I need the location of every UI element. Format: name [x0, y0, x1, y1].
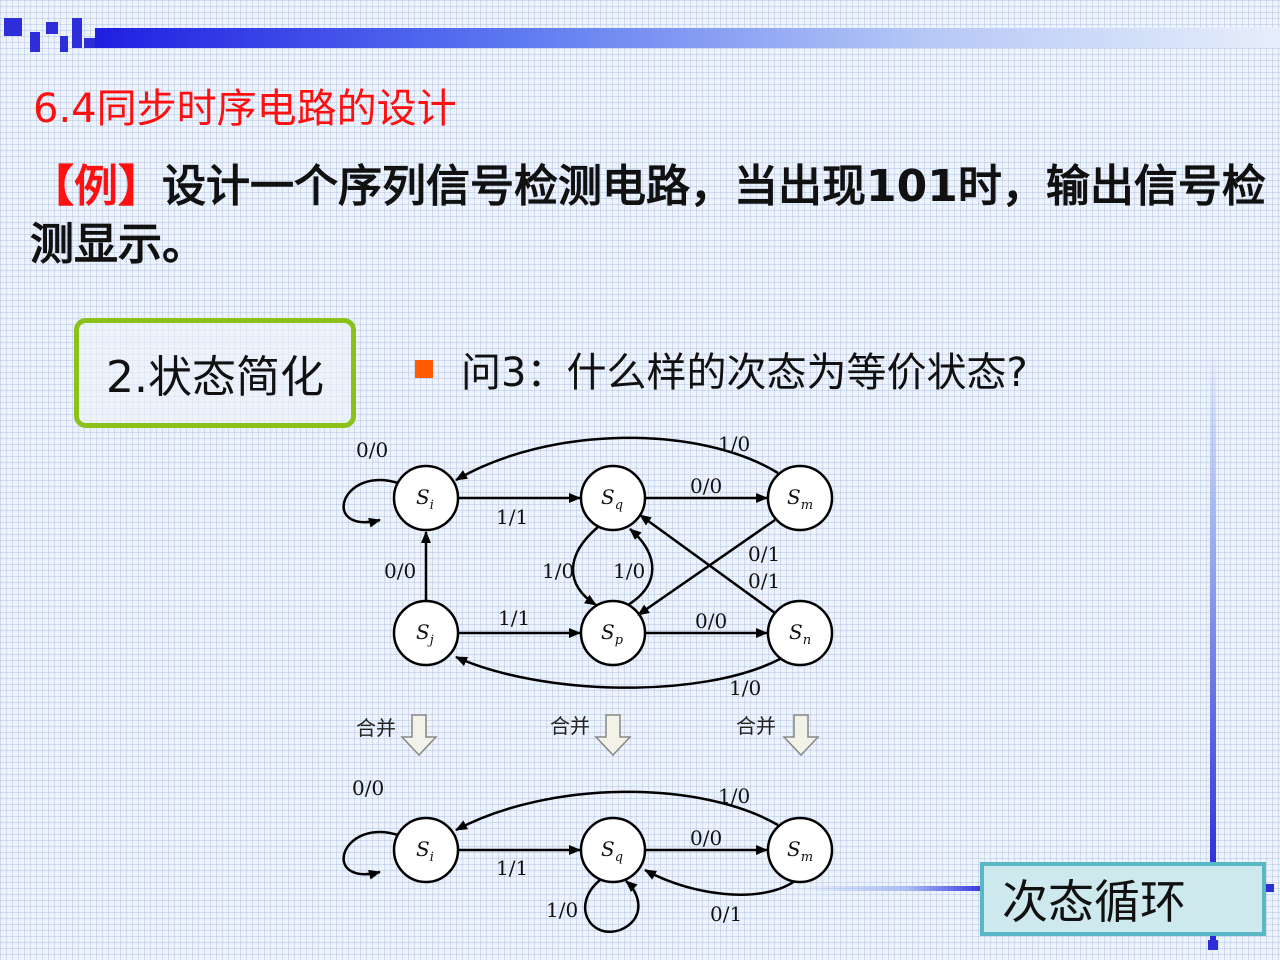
right-vertical-line: [1210, 350, 1216, 950]
bullet-icon: [415, 360, 433, 378]
header-gradient-bar: [95, 28, 1280, 48]
edge-label: 1/1: [496, 856, 528, 880]
merge-row: 合并 合并 合并: [356, 714, 820, 757]
diagram-bottom: [342, 790, 834, 933]
edge-label: 1/0: [718, 432, 750, 456]
state-sm: [766, 816, 834, 884]
edge-label: 0/0: [695, 609, 727, 633]
diagram-top: [342, 436, 834, 689]
edge-label: 1/0: [729, 676, 761, 700]
edge-label: 0/1: [710, 902, 742, 926]
edge-n-q: [639, 513, 776, 615]
merge-label: 合并: [550, 714, 590, 738]
edge-m-i: [455, 436, 779, 482]
edge-n-j: [455, 655, 781, 689]
edge-label: 0/1: [748, 542, 780, 566]
merge-label: 合并: [356, 716, 396, 740]
state-label: Si: [416, 485, 434, 513]
edge-label: 1/0: [613, 559, 645, 583]
deco-square: [84, 38, 96, 48]
state-label: Sm: [787, 485, 813, 513]
edge-m-q: [644, 868, 796, 896]
state-diagram: Si Sq Sm Sj Sp Sn 0/0 1/1 0/0 1/0 0/0 1/…: [342, 432, 834, 933]
question-text: 问3：什么样的次态为等价状态?: [461, 350, 1028, 396]
slide-title: 6.4同步时序电路的设计: [33, 86, 457, 132]
merge-arrow-icon: [782, 714, 820, 757]
state-sm: [766, 464, 834, 532]
edge-i-self: [342, 478, 399, 528]
state-sn: [766, 599, 834, 667]
deco-square: [60, 36, 68, 52]
edge-label: 1/1: [496, 505, 528, 529]
edge-m-p: [637, 518, 776, 617]
edge-m-i: [455, 790, 779, 832]
edge-label: 0/0: [690, 826, 722, 850]
edge-label: 0/0: [690, 474, 722, 498]
deco-square: [46, 22, 58, 34]
edge-p-q: [627, 528, 654, 607]
merge-arrow-icon: [400, 714, 438, 757]
edge-label: 1/0: [542, 559, 574, 583]
merge-arrow-icon: [594, 714, 632, 757]
edge-i-self: [342, 830, 399, 880]
edge-label: 0/1: [748, 569, 780, 593]
merge-label: 合并: [736, 714, 776, 738]
example-body: 设计一个序列信号检测电路，当出现101时，输出信号检测显示。: [30, 161, 1266, 270]
state-label: Sq: [601, 837, 623, 865]
bottom-horizontal-line: [800, 886, 980, 891]
state-label: Sp: [601, 620, 624, 648]
state-loop-box: 次态循环: [980, 862, 1266, 936]
question-item: 问3：什么样的次态为等价状态?: [415, 340, 1028, 398]
state-label: Si: [416, 837, 434, 865]
state-label: Sm: [787, 837, 813, 865]
state-label: Sn: [789, 620, 811, 648]
deco-square: [1208, 940, 1218, 950]
deco-square: [72, 18, 82, 48]
header-decoration: [0, 0, 1280, 60]
edge-label: 1/1: [498, 606, 530, 630]
state-label: Sq: [601, 485, 623, 513]
diagram-bottom-labels: Si Sq Sm 0/0 1/1 0/0 1/0 1/0 0/1: [352, 776, 813, 926]
example-tag: 【例】: [30, 161, 162, 212]
edge-q-self: [583, 879, 640, 933]
edge-label: 0/0: [384, 559, 416, 583]
edge-label: 1/0: [546, 898, 578, 922]
edge-label: 0/0: [356, 438, 388, 462]
section-box: 2.状态简化: [74, 318, 356, 428]
edge-label: 1/0: [718, 784, 750, 808]
example-text: 【例】设计一个序列信号检测电路，当出现101时，输出信号检测显示。: [30, 158, 1270, 274]
deco-square: [4, 18, 22, 36]
deco-square: [1266, 884, 1274, 892]
edge-label: 0/0: [352, 776, 384, 800]
deco-square: [30, 32, 40, 52]
state-label: Sj: [416, 620, 434, 648]
edge-q-p: [571, 526, 599, 607]
diagram-top-labels: Si Sq Sm Sj Sp Sn 0/0 1/1 0/0 1/0 0/0 1/…: [356, 432, 813, 700]
